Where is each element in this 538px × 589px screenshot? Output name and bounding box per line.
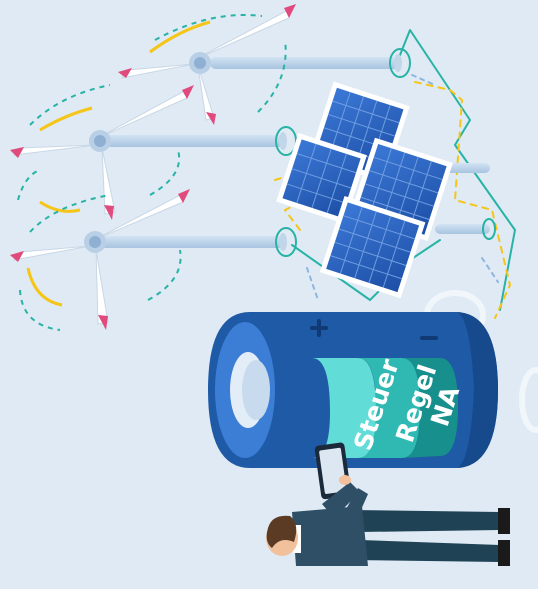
solar-mount xyxy=(435,224,490,234)
person-hand xyxy=(339,475,351,485)
battery-icon: Steuer Regel NA xyxy=(208,312,498,468)
